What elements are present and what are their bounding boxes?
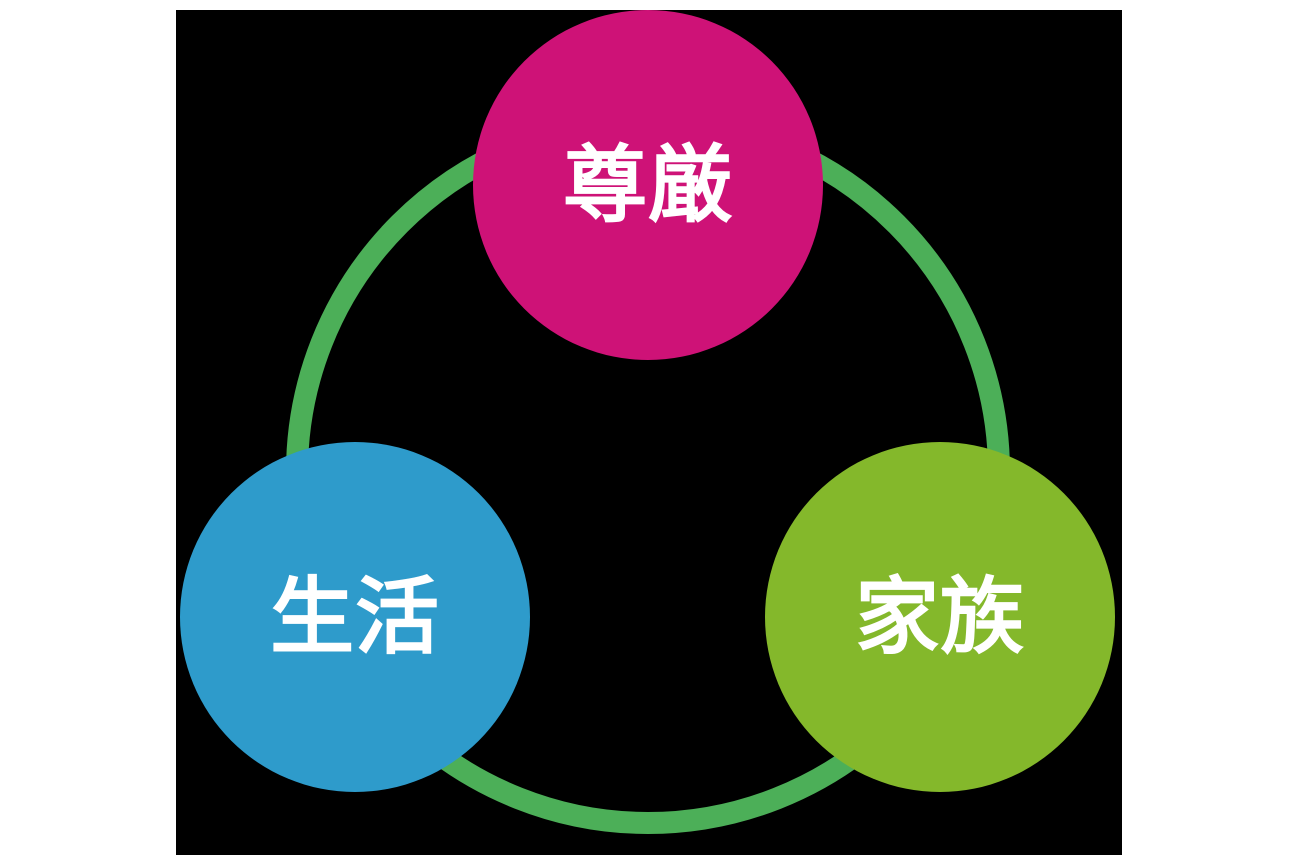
node-dignity[interactable] bbox=[473, 10, 823, 360]
node-circle-living[interactable] bbox=[180, 442, 530, 792]
node-family[interactable] bbox=[765, 442, 1115, 792]
node-circle-dignity[interactable] bbox=[473, 10, 823, 360]
node-circle-family[interactable] bbox=[765, 442, 1115, 792]
node-living[interactable] bbox=[180, 442, 530, 792]
